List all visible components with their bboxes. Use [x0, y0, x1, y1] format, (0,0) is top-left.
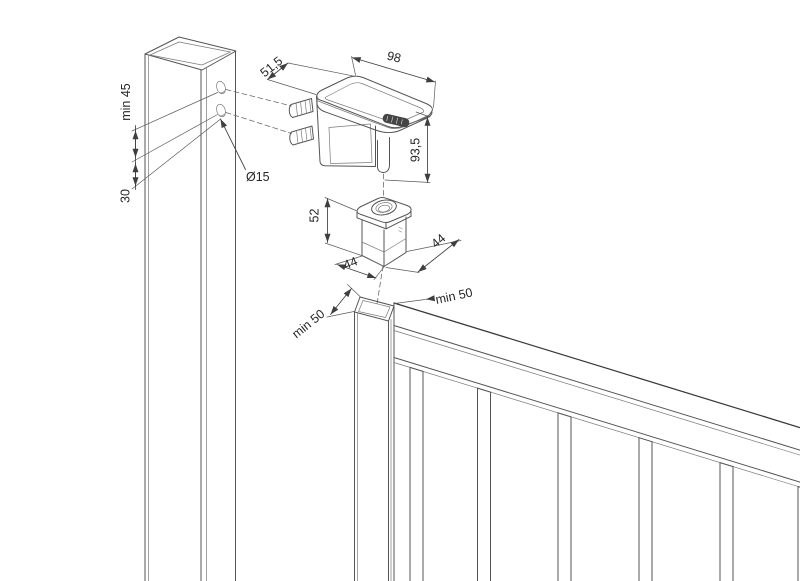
gate-picket	[719, 462, 734, 581]
projection-line-hole-top	[225, 89, 292, 107]
gate-catch	[288, 75, 433, 173]
dimension-insert-depth: 44	[385, 231, 462, 273]
post-mounting-holes	[216, 80, 226, 118]
projection-line-hole-bottom	[225, 112, 292, 134]
insert-side-marking	[398, 226, 403, 233]
catch-cap	[316, 75, 433, 134]
dimension-label-frame-min-right: min 50	[434, 285, 474, 307]
catch-mounting-plate	[316, 95, 376, 167]
dimension-insert-width: 44	[334, 254, 385, 280]
gate-picket	[557, 412, 572, 581]
dimension-label-frame-min-left: min 50	[289, 307, 327, 342]
mounting-post	[144, 36, 237, 581]
gate-stile	[354, 296, 395, 581]
catch-pin	[377, 137, 390, 173]
dimension-catch-width: 98	[351, 49, 436, 108]
dimension-insert-height: 52	[308, 197, 362, 256]
brand-badge	[382, 113, 410, 128]
dimension-label-min45: min 45	[119, 83, 133, 121]
dimension-label-hole-dia: Ø15	[246, 170, 270, 184]
mounting-insert	[356, 196, 412, 267]
dimension-label-catch-height: 93,5	[409, 138, 423, 162]
dimension-label-insert-height: 52	[308, 209, 322, 223]
dimension-hole-diameter: Ø15	[220, 118, 270, 184]
gate-frame	[354, 296, 800, 581]
projection-line-insert-frame	[376, 265, 384, 305]
gate-picket	[477, 387, 491, 581]
dimension-min45-30: min 45 30	[119, 83, 221, 203]
dimension-catch-height: 93,5	[384, 111, 431, 183]
dimension-label-hole-spacing: 30	[119, 189, 133, 203]
dimension-label-insert-depth: 44	[429, 231, 449, 251]
dimension-catch-depth: 51,5	[258, 54, 353, 95]
gate-top-rail	[393, 302, 800, 488]
dimension-frame-min-right: min 50	[394, 285, 474, 307]
dimension-frame-min-left: min 50	[289, 284, 361, 342]
dimension-label-catch-width: 98	[386, 49, 403, 66]
gate-picket	[409, 366, 424, 581]
dimension-label-insert-width: 44	[341, 254, 359, 272]
catch-studs	[288, 98, 314, 146]
gate-picket	[638, 437, 653, 581]
